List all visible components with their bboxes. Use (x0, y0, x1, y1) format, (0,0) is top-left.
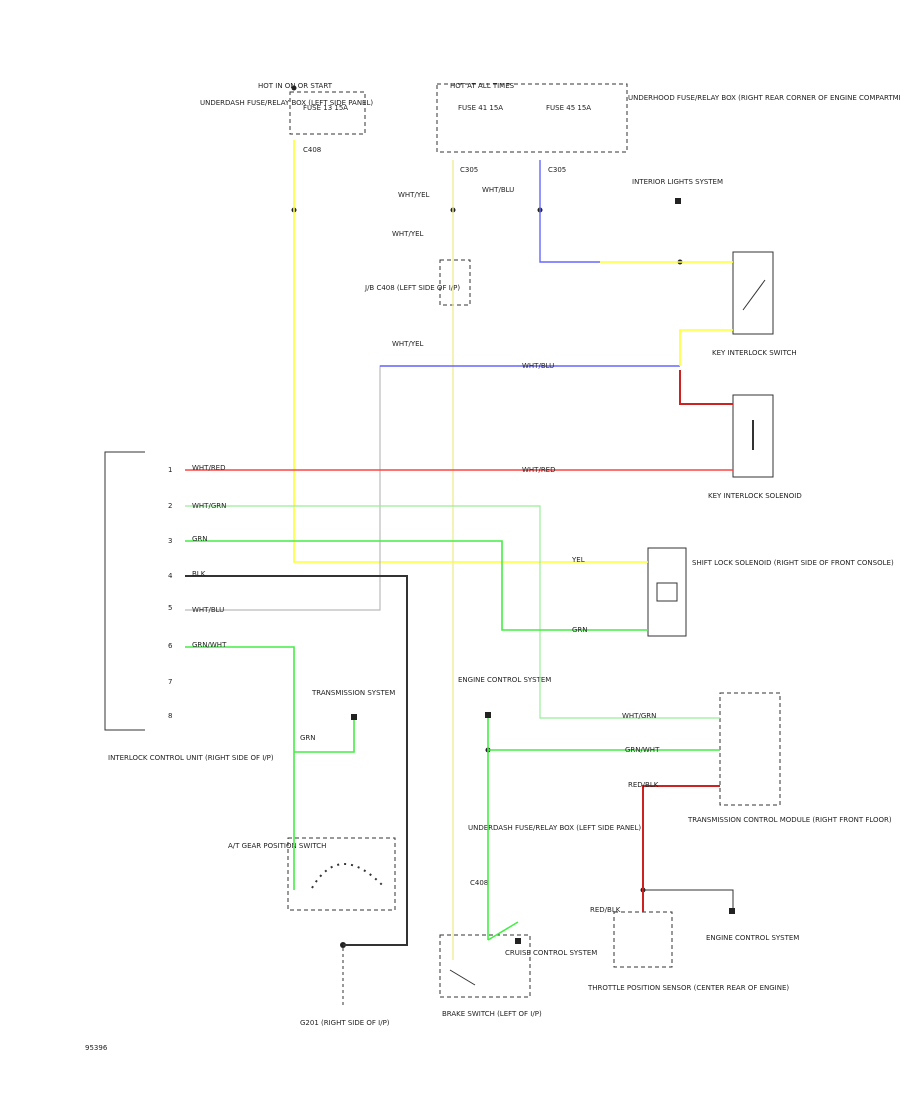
at-gear-position-switch-box (287, 837, 396, 911)
pin-3: 3 (168, 537, 172, 545)
interlock-control-unit-label: INTERLOCK CONTROL UNIT (RIGHT SIDE OF I/… (108, 754, 274, 762)
c305-label-a: C305 (460, 166, 478, 174)
footer-id: 95396 (85, 1044, 108, 1052)
wht-blu-wire (539, 160, 600, 263)
g201-label: G201 (RIGHT SIDE OF I/P) (300, 1019, 390, 1027)
key-interlock-switch-box (732, 251, 774, 335)
wht-grn-label-tcm: WHT/GRN (622, 712, 656, 720)
underhood-fuse-box-label: UNDERHOOD FUSE/RELAY BOX (RIGHT REAR COR… (628, 94, 900, 102)
interlock-control-unit-box (104, 451, 145, 731)
fuse-45-label: FUSE 45 15A (546, 104, 591, 112)
grn-transmission-wire (294, 720, 355, 753)
engine-control-bottom-terminal (729, 908, 735, 914)
grn-wht-label-pin6: GRN/WHT (192, 641, 227, 649)
interior-lights-label: INTERIOR LIGHTS SYSTEM (632, 178, 723, 186)
at-gear-position-switch-label: A/T GEAR POSITION SWITCH (228, 842, 326, 850)
transmission-system-terminal (351, 714, 357, 720)
wht-yel-label-2: WHT/YEL (392, 230, 424, 238)
tcm-box (719, 692, 781, 806)
wht-blu-gray-wire (185, 365, 440, 611)
jb-c408-label: J/B C408 (LEFT SIDE OF I/P) (364, 284, 460, 292)
wht-yel-label-top: WHT/YEL (398, 191, 430, 199)
underhood-fuse-box (436, 83, 628, 153)
jb-c408-box (439, 259, 471, 306)
shift-lock-solenoid-box (647, 547, 687, 637)
wht-grn-wire (185, 505, 720, 719)
c305-label-b: C305 (548, 166, 566, 174)
underdash-fuse-box-label: UNDERDASH FUSE/RELAY BOX (LEFT SIDE PANE… (200, 99, 373, 107)
pin-8: 8 (168, 712, 172, 720)
red-blk-label-tps: RED/BLK (590, 906, 621, 914)
shift-lock-solenoid-label: SHIFT LOCK SOLENOID (RIGHT SIDE OF FRONT… (692, 559, 894, 567)
grn-label-trans: GRN (300, 734, 316, 742)
brake-switch-label: BRAKE SWITCH (LEFT OF I/P) (442, 1010, 542, 1018)
pin-2: 2 (168, 502, 172, 510)
switch-contact (742, 279, 766, 311)
pin-6: 6 (168, 642, 173, 650)
key-interlock-switch-label: KEY INTERLOCK SWITCH (712, 349, 797, 357)
wht-red-label-pin1: WHT/RED (192, 464, 226, 472)
wht-blu-label-pin5: WHT/BLU (192, 606, 224, 614)
wht-grn-label-pin2: WHT/GRN (192, 502, 226, 510)
engine-control-top-terminal (485, 712, 491, 718)
underdash-fuse-relay-box-c2-label: UNDERDASH FUSE/RELAY BOX (LEFT SIDE PANE… (468, 824, 641, 832)
c408-label: C408 (303, 146, 321, 154)
grn-label-pin3: GRN (192, 535, 208, 543)
c408-label-bottom: C408 (470, 879, 488, 887)
transmission-system-label: TRANSMISSION SYSTEM (311, 689, 395, 697)
underdash-fuse-box-top (289, 91, 366, 135)
grn-wht-label-tcm: GRN/WHT (625, 746, 660, 754)
grn-wht-wire (185, 646, 295, 890)
engine-control-system-top-label: ENGINE CONTROL SYSTEM (458, 676, 551, 684)
pin-7: 7 (168, 678, 172, 686)
gear-selector-arc (311, 863, 386, 889)
red-blk-wire (642, 785, 720, 912)
red-blk-label-tcm: RED/BLK (628, 781, 659, 789)
key-interlock-solenoid-label: KEY INTERLOCK SOLENOID (708, 492, 802, 500)
tcm-label: TRANSMISSION CONTROL MODULE (RIGHT FRONT… (687, 816, 892, 824)
tps-label: THROTTLE POSITION SENSOR (CENTER REAR OF… (587, 984, 789, 992)
grn-wire (185, 540, 648, 631)
fuse13-top-dot (291, 85, 297, 91)
brake-switch-box (439, 934, 531, 998)
yel-wire-label: YEL (571, 556, 585, 564)
grn-label-solenoid: GRN (572, 626, 588, 634)
fuse-41-label: FUSE 41 15A (458, 104, 503, 112)
key-interlock-solenoid-box (732, 394, 774, 478)
interior-lights-terminal (675, 198, 681, 204)
blu-red-wire (679, 370, 733, 405)
cruise-control-system-label: CRUISE CONTROL SYSTEM (505, 949, 597, 957)
blk-wire (185, 575, 408, 946)
switch-yel-wire (679, 329, 733, 366)
yel-blu-wire (293, 140, 648, 563)
hot-at-all-times-label: HOT AT ALL TIMES (450, 82, 515, 90)
tps-box (613, 911, 673, 968)
pin-5: 5 (168, 604, 172, 612)
engine-control-system-bottom-label: ENGINE CONTROL SYSTEM (706, 934, 799, 942)
wht-blu-label-top: WHT/BLU (482, 186, 514, 194)
grn-cruise-wire (487, 921, 519, 941)
blk-label-pin4: BLK (192, 570, 206, 578)
wht-red-label-mid: WHT/RED (522, 466, 556, 474)
cruise-control-terminal (515, 938, 521, 944)
pin-1: 1 (168, 466, 172, 474)
pin-4: 4 (168, 572, 173, 580)
wht-yel-label-3: WHT/YEL (392, 340, 424, 348)
wht-blu-label-mid: WHT/BLU (522, 362, 554, 370)
fuse-13-label: FUSE 13 15A (303, 104, 348, 112)
brake-switch-contact (449, 969, 476, 986)
red-blk-engine-wire (643, 889, 734, 908)
shift-lock-coil (656, 582, 678, 602)
